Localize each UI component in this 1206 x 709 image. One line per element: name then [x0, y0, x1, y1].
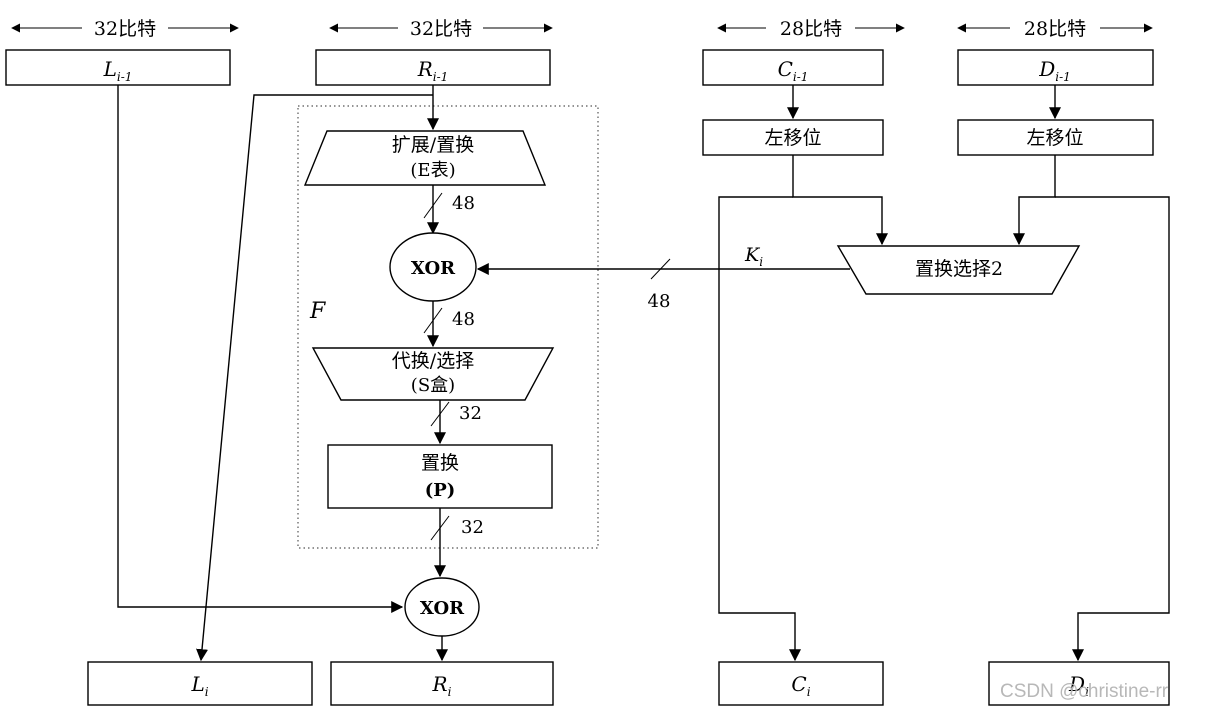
bus-slash-48a — [423, 192, 443, 219]
width-dimension-c: 28比特 — [717, 18, 905, 40]
svg-text:Di: Di — [1068, 672, 1089, 699]
c-next-sub: i — [807, 685, 811, 699]
c-prev-sub: i-1 — [793, 70, 809, 84]
width-label-r: 32比特 — [410, 18, 472, 40]
bits-after-sbox: 32 — [459, 403, 482, 424]
output-c-next: Ci — [718, 661, 884, 706]
width-dimension-l: 32比特 — [11, 18, 239, 40]
l-next-sub: i — [205, 685, 209, 699]
width-label-l: 32比特 — [94, 18, 156, 40]
input-l-prev: Li-1 — [5, 49, 231, 86]
r-to-l-next-arrow — [196, 94, 433, 662]
bus-slash-key — [650, 258, 671, 280]
input-r-prev: Ri-1 — [315, 49, 551, 86]
subkey-bits: 48 — [648, 291, 671, 312]
l-prev-sub: i-1 — [117, 70, 133, 84]
r-next-base: R — [432, 672, 448, 696]
c-prev-base: C — [778, 57, 793, 81]
l-next-base: L — [190, 672, 204, 696]
d-next-base: D — [1068, 672, 1085, 696]
svg-text:Ri: Ri — [432, 672, 452, 699]
pc2-label: 置换选择2 — [915, 258, 1003, 280]
shift-d-block: 左移位 — [957, 119, 1154, 156]
expand-line1: 扩展/置换 — [392, 134, 474, 156]
expand-permutation-block: 扩展/置换 (E表) — [303, 130, 547, 186]
shift-d-to-pc2-arrow — [1013, 155, 1056, 246]
watermark-text: CSDN @christine-rr — [1000, 681, 1169, 702]
c-next-base: C — [791, 672, 806, 696]
subkey-base: K — [744, 244, 761, 266]
sbox-block: 代换/选择 (S盒) — [311, 347, 555, 401]
pc2-block: 置换选择2 — [836, 245, 1081, 295]
d-prev-sub: i-1 — [1055, 70, 1071, 84]
expand-line2: (E表) — [410, 160, 455, 181]
bus-slash-48b — [423, 307, 443, 334]
width-label-d: 28比特 — [1024, 18, 1086, 40]
final-xor-label: XOR — [420, 598, 465, 619]
svg-text:Ci-1: Ci-1 — [778, 57, 809, 84]
width-dimension-d: 28比特 — [957, 18, 1153, 40]
bits-after-expand: 48 — [452, 193, 475, 214]
svg-text:Di-1: Di-1 — [1038, 57, 1071, 84]
sbox-line1: 代换/选择 — [392, 350, 474, 372]
shift-c-to-pc2-arrow — [792, 155, 888, 246]
l-prev-base: L — [103, 57, 117, 81]
input-d-prev: Di-1 — [957, 49, 1154, 86]
r-prev-sub: i-1 — [433, 70, 449, 84]
shift-d-to-d-next-arrow — [1055, 196, 1170, 662]
subkey-sub: i — [759, 255, 763, 269]
bus-slash-32a — [430, 401, 450, 427]
r-next-sub: i — [448, 685, 452, 699]
bus-slash-32b — [430, 515, 450, 541]
final-xor-node: XOR — [404, 577, 480, 637]
width-dimension-r: 32比特 — [329, 18, 553, 40]
svg-text:Li-1: Li-1 — [103, 57, 133, 84]
output-d-next: Di — [988, 661, 1170, 706]
output-r-next: Ri — [330, 661, 554, 706]
width-label-c: 28比特 — [780, 18, 842, 40]
f-function-boundary — [297, 105, 599, 549]
input-c-prev: Ci-1 — [702, 49, 884, 86]
perm-line1: 置换 — [421, 452, 459, 474]
shift-c-block: 左移位 — [702, 119, 884, 156]
svg-text:Li: Li — [190, 672, 208, 699]
shift-d-label: 左移位 — [1026, 127, 1083, 149]
svg-text:Ci: Ci — [791, 672, 810, 699]
subkey-label: Ki — [744, 244, 763, 269]
shift-c-to-c-next-arrow — [718, 196, 801, 662]
bits-after-xor: 48 — [452, 309, 475, 330]
f-function-label: F — [309, 299, 326, 324]
output-l-next: Li — [87, 661, 313, 706]
l-to-final-xor-arrow — [117, 85, 404, 613]
perm-block: 置换 (P) — [327, 444, 553, 509]
bits-after-perm: 32 — [461, 517, 484, 538]
svg-text:Ri-1: Ri-1 — [417, 57, 449, 84]
sbox-line2: (S盒) — [411, 375, 455, 396]
perm-line2: (P) — [425, 480, 456, 501]
f-xor-label: XOR — [411, 258, 456, 279]
r-prev-base: R — [417, 57, 433, 81]
f-xor-node: XOR — [389, 232, 477, 302]
shift-c-label: 左移位 — [764, 127, 821, 149]
d-prev-base: D — [1038, 57, 1055, 81]
d-next-sub: i — [1085, 685, 1089, 699]
